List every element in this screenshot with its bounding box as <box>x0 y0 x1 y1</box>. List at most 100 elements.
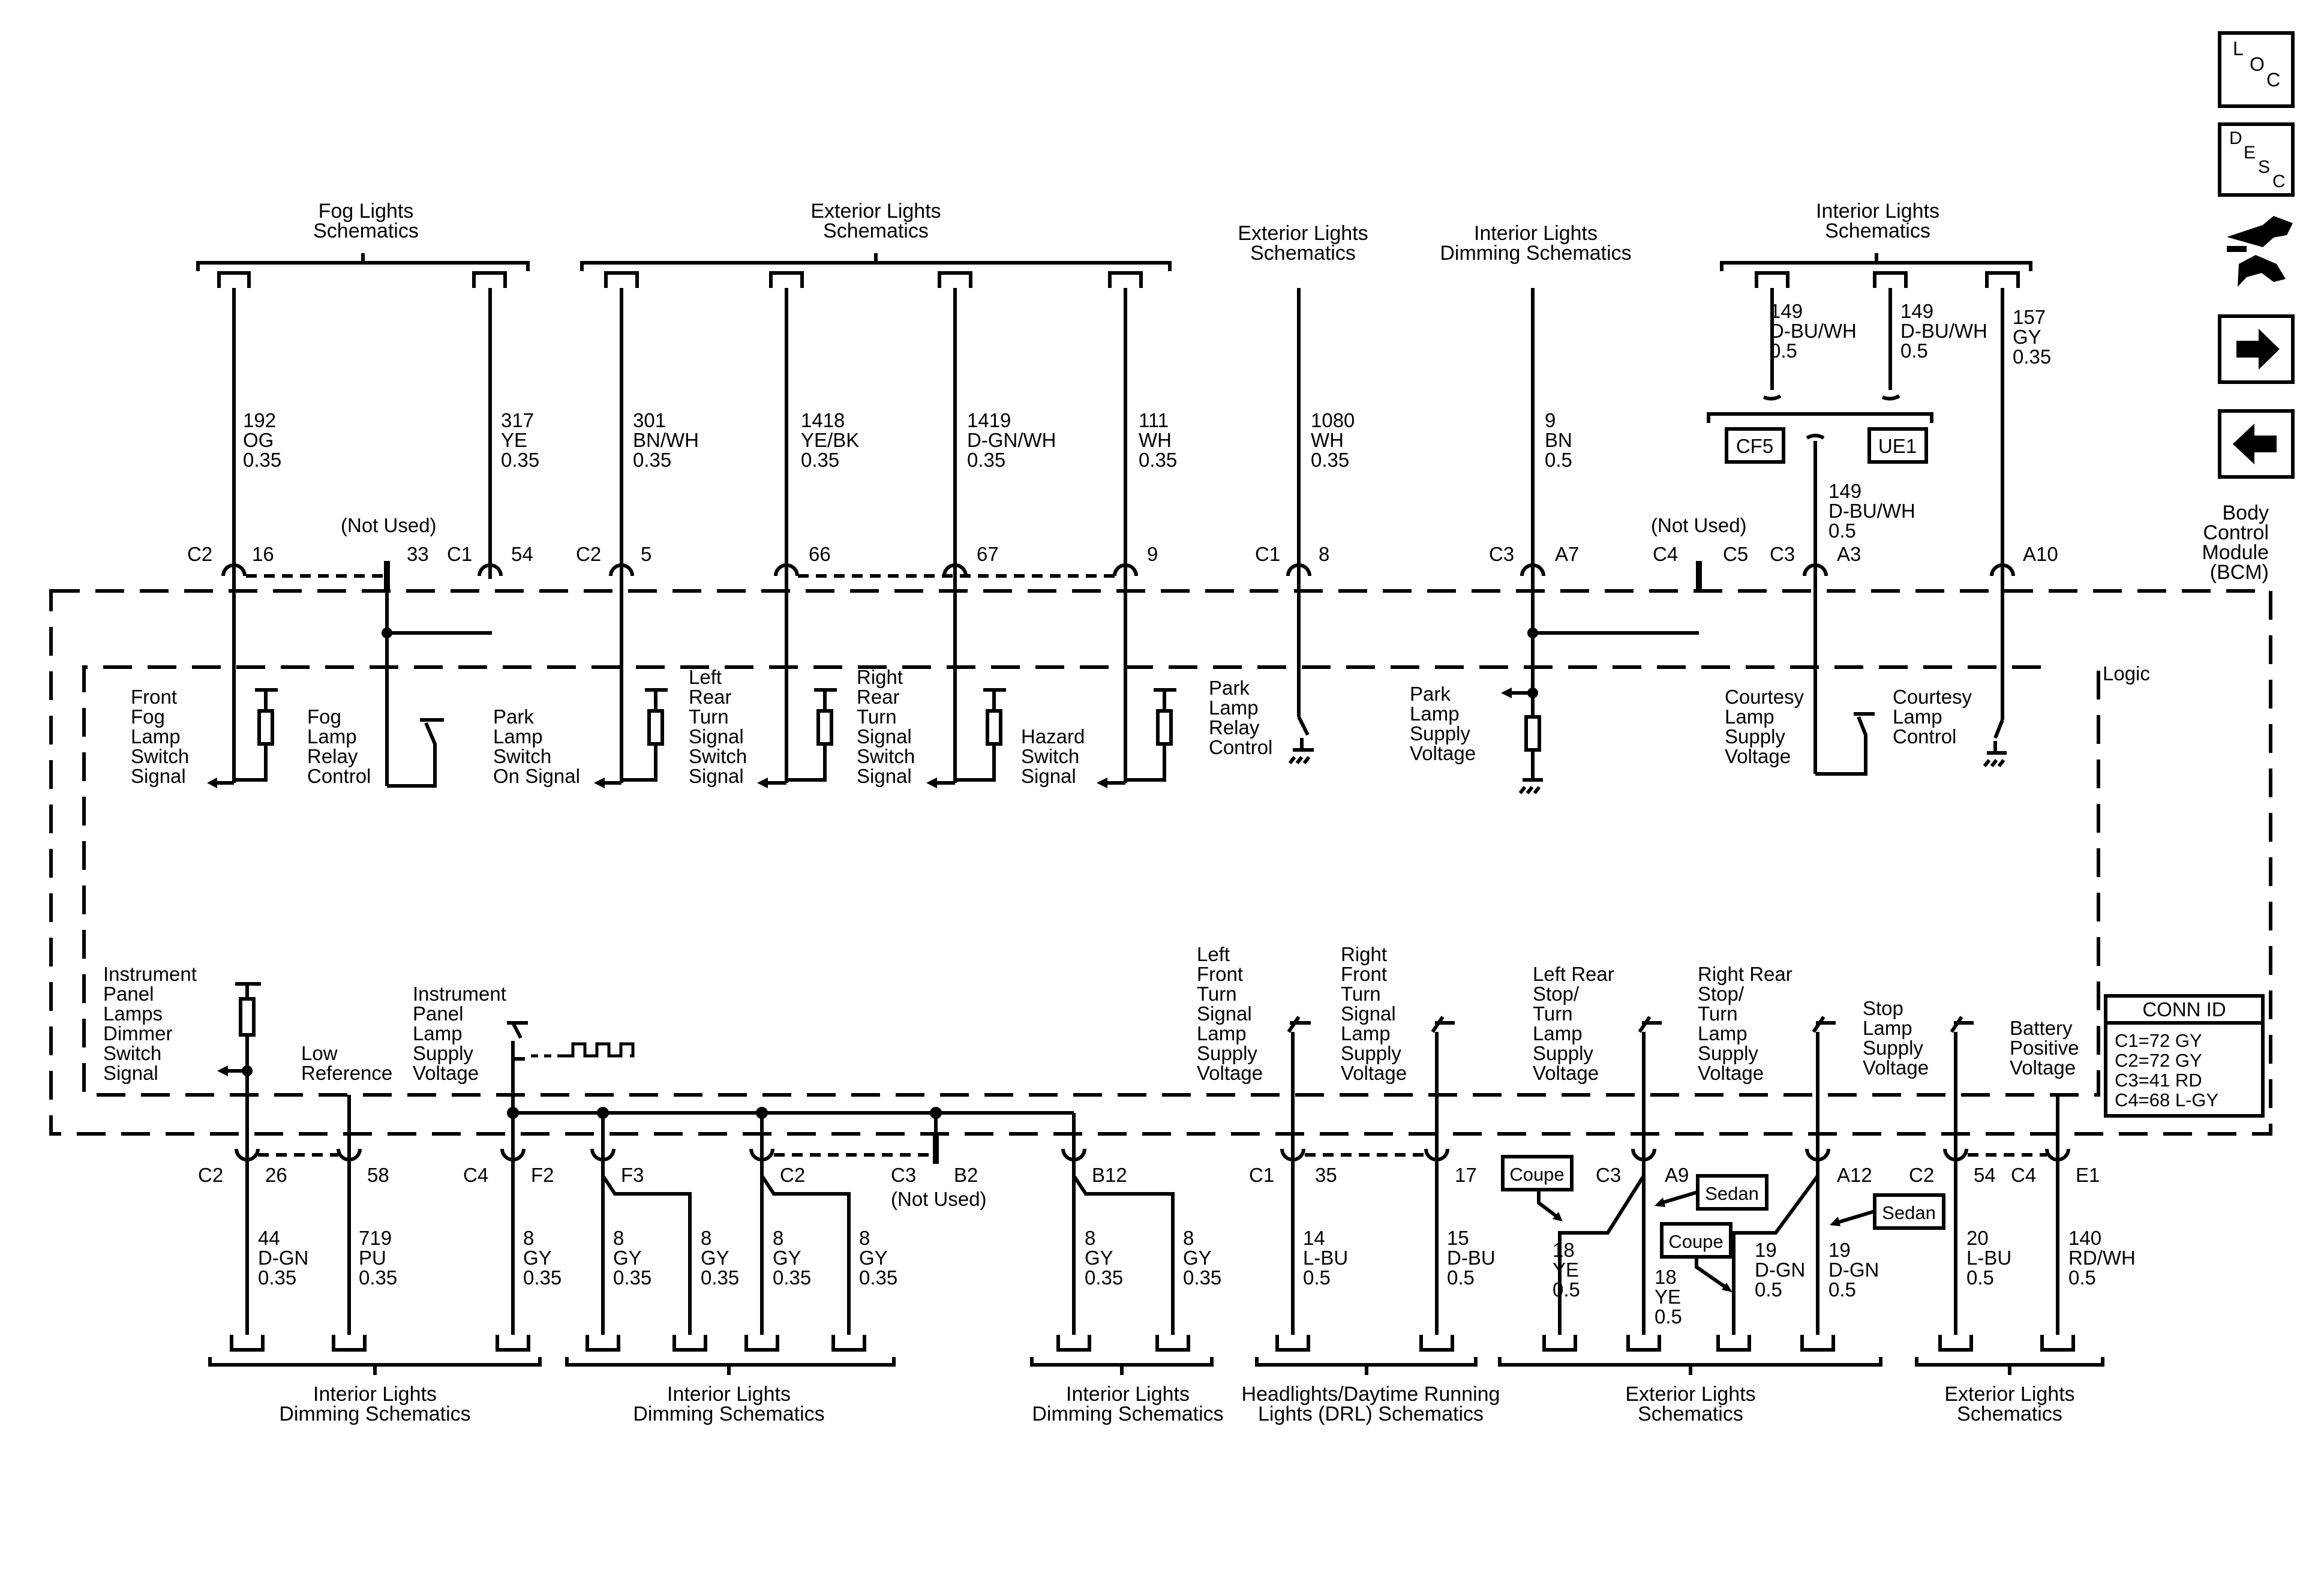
signal-label: Turn <box>1698 1002 1738 1025</box>
signal-label: Front <box>1341 963 1387 985</box>
signal-label: Stop/ <box>1698 983 1744 1005</box>
signal-label: Voltage <box>1410 742 1476 764</box>
bottom-internal-circuits <box>217 982 2059 1161</box>
conn-id-row: C3=41 RD <box>2115 1070 2202 1091</box>
wire-label: BN <box>1545 429 1572 451</box>
loc-button[interactable]: L O C <box>2218 31 2295 108</box>
signal-label: Lamp <box>1341 1022 1391 1044</box>
svg-text:Body: Body <box>2223 502 2269 524</box>
signal-label: Turn <box>1197 983 1237 1005</box>
connector-label: C2 <box>576 543 601 565</box>
signal-label: Positive <box>2010 1037 2079 1059</box>
body-style-tags: Coupe Sedan Coupe Sedan <box>1501 1155 1945 1292</box>
splice-tag: UE1 <box>1878 435 1917 457</box>
wire-label: 19 <box>1828 1239 1851 1261</box>
signal-label: Switch <box>493 745 551 767</box>
top-group-label: Fog Lights <box>319 200 414 223</box>
wire-label: 149 <box>1900 300 1933 322</box>
signal-label: Voltage <box>1341 1062 1407 1084</box>
wire-label: PU <box>359 1247 386 1269</box>
pin-label: 26 <box>265 1164 287 1186</box>
wire-label: 0.5 <box>1545 449 1572 471</box>
bottom-group-label: Headlights/Daytime Running <box>1242 1383 1500 1406</box>
wire-label: 8 <box>523 1227 534 1249</box>
signal-label: Lamps <box>103 1002 163 1025</box>
signal-label: Relay <box>307 745 358 767</box>
signal-label: Lamp <box>307 725 357 748</box>
signal-label: Right Rear <box>1698 963 1792 985</box>
signal-label: Lamp <box>131 725 181 748</box>
bottom-group-label: Interior Lights <box>1066 1383 1190 1406</box>
signal-label: Right <box>1341 943 1387 965</box>
bottom-group-label: Exterior Lights <box>1625 1383 1755 1406</box>
wire-label: 0.5 <box>1303 1266 1331 1289</box>
wire-label: 0.5 <box>2068 1266 2096 1289</box>
wire-label: 111 <box>1139 409 1169 431</box>
bottom-group-brackets <box>208 1357 2104 1375</box>
desc-letter: E <box>2244 143 2256 163</box>
wire-label: YE <box>501 429 527 451</box>
signal-label: Supply <box>1725 725 1785 748</box>
wire-label: 0.35 <box>2013 346 2051 368</box>
bottom-wire-labels: 44 D-GN 0.35 719 PU 0.35 8 GY 0.35 8 GY … <box>258 1227 2136 1328</box>
top-group-labels: Fog Lights Schematics Exterior Lights Sc… <box>313 200 1939 265</box>
wire-label: GY <box>1183 1247 1212 1269</box>
top-wires <box>232 288 2004 783</box>
desc-button[interactable]: D E S C <box>2218 122 2295 197</box>
wire-label: 0.5 <box>1447 1266 1475 1289</box>
wire-label: 0.35 <box>773 1266 811 1289</box>
bottom-group-label: Schematics <box>1957 1403 2062 1425</box>
signal-label: Switch <box>857 745 915 767</box>
connector-label: C4 <box>2011 1164 2036 1186</box>
wire-label: 20 <box>1966 1227 1989 1249</box>
wire-label: 1418 <box>801 409 845 431</box>
wire-label: 0.5 <box>1828 520 1856 542</box>
wire-label: 1080 <box>1311 409 1355 431</box>
not-used-label: (Not Used) <box>341 514 437 536</box>
wire-label: 157 <box>2013 306 2046 328</box>
signal-label: Turn <box>1341 983 1381 1005</box>
signal-label: Lamp <box>1197 1022 1247 1044</box>
signal-label: Left <box>1197 943 1230 965</box>
wire-label: D-GN/WH <box>967 429 1056 451</box>
connector-label: C3 <box>1770 543 1795 565</box>
wire-label: 317 <box>501 409 534 431</box>
wire-label: GY <box>2013 326 2041 348</box>
top-pin-labels: C2 16 C1 54 C2 5 66 67 9 C1 8 C3 A7 C3 A… <box>187 514 2058 565</box>
connector-label: C2 <box>1909 1164 1934 1186</box>
signal-label: Panel <box>413 1002 463 1025</box>
signal-label: Supply <box>1698 1042 1758 1064</box>
sedan-tag: Sedan <box>1882 1202 1936 1223</box>
connector-wrench-icon[interactable] <box>2227 216 2293 287</box>
top-group-label: Exterior Lights <box>1238 222 1368 245</box>
signal-label: Signal <box>1341 1002 1396 1025</box>
signal-label: Rear <box>689 686 732 708</box>
loc-letter: L <box>2233 38 2244 59</box>
next-page-button[interactable] <box>2218 314 2295 384</box>
signal-label: Signal <box>857 765 912 787</box>
previous-page-button[interactable] <box>2218 409 2295 479</box>
signal-label: Lamp <box>1533 1022 1583 1044</box>
wire-label: 14 <box>1303 1227 1325 1249</box>
bottom-group-label: Dimming Schematics <box>1032 1403 1223 1425</box>
wire-label: 9 <box>1545 409 1556 431</box>
signal-label: Lamp <box>1893 706 1942 728</box>
wire-label: 301 <box>633 409 666 431</box>
bottom-group-label: Interior Lights <box>313 1383 437 1406</box>
splice-tags: CF5 UE1 <box>1725 427 1928 464</box>
pin-label: 16 <box>252 543 274 565</box>
signal-label: Left Rear <box>1533 963 1614 985</box>
signal-label: Switch <box>103 1042 161 1064</box>
signal-label: Signal <box>131 765 186 787</box>
wire-label: 0.35 <box>701 1266 739 1289</box>
signal-label: Voltage <box>1725 745 1791 767</box>
wire-label: 0.5 <box>1553 1278 1580 1301</box>
wire-label: D-GN <box>1755 1259 1805 1281</box>
connector-label: C2 <box>198 1164 223 1186</box>
pin-label: A7 <box>1555 543 1579 565</box>
wire-label: GY <box>523 1247 552 1269</box>
wire-label: 192 <box>243 409 276 431</box>
wire-label: 18 <box>1553 1239 1575 1261</box>
coupe-tag: Coupe <box>1509 1164 1564 1185</box>
signal-label: Courtesy <box>1725 686 1804 708</box>
